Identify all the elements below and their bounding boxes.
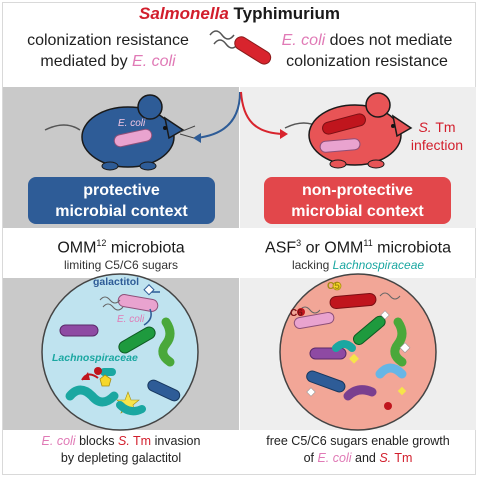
arrow-to-left-mouse — [195, 91, 241, 139]
protective-banner-line2: microbial context — [55, 202, 188, 220]
top-right-line1-suffix: does not mediate — [325, 32, 453, 49]
omm11-sup: 11 — [363, 238, 373, 248]
protective-banner: protective microbial context — [28, 177, 215, 224]
bl-stm-s: S. — [117, 434, 130, 448]
figure-title: Salmonella Typhimurium — [0, 4, 479, 24]
nonprotective-banner-line1: non-protective — [301, 181, 414, 199]
top-left-line2-prefix: mediated by — [40, 53, 133, 70]
nonprotective-dish — [279, 273, 437, 431]
mouse-left-label: E. coli — [118, 118, 146, 129]
arrow-to-right-mouse — [240, 91, 284, 135]
salmonella-icon — [209, 30, 272, 65]
figure-frame — [2, 2, 476, 475]
omm12-suffix: microbiota — [106, 239, 185, 257]
bl-line2: by depleting galactitol — [60, 451, 182, 465]
infection-line2: infection — [410, 137, 464, 153]
asf-sup: 3 — [296, 238, 302, 248]
omm12-sup: 12 — [96, 238, 107, 248]
br-stm-tm: Tm — [391, 451, 413, 465]
asf-mid: or OMM — [301, 239, 364, 257]
nonprotective-microbiota-text: ASF3 or OMM11 microbiota lacking Lachnos… — [240, 233, 476, 273]
bl-ecoli: E. coli — [41, 434, 76, 448]
dish-ecoli-label: E. coli — [117, 314, 145, 325]
top-left-ecoli: E. coli — [132, 53, 176, 70]
protective-banner-line1: protective — [83, 181, 160, 199]
mouse-red-icon — [284, 92, 413, 169]
protective-microbiota-text: OMM12 microbiota limiting C5/C6 sugars — [3, 233, 239, 273]
bl-mid: blocks — [75, 434, 118, 448]
title-genus: Salmonella — [139, 4, 229, 23]
top-right-caption: E. coli does not mediate colonization re… — [258, 30, 476, 72]
top-right-ecoli: E. coli — [281, 32, 326, 49]
br-of: of — [303, 451, 318, 465]
infection-s: S. — [418, 119, 432, 135]
br-and: and — [351, 451, 380, 465]
protective-dish — [41, 273, 199, 431]
c6-label: C6 — [290, 308, 303, 319]
lacking-lach: Lachnospiraceae — [332, 258, 425, 273]
bl-stm-tm: Tm — [129, 434, 152, 448]
omm12-sub: limiting C5/C6 sugars — [63, 258, 179, 273]
top-left-line1: colonization resistance — [27, 32, 189, 49]
asf-prefix: ASF — [265, 239, 297, 257]
c5-label: C5 — [327, 281, 340, 292]
omm12-prefix: OMM — [57, 239, 97, 257]
galactitol-label: galactitol — [93, 276, 139, 288]
br-ecoli: E. coli — [317, 451, 352, 465]
top-left-caption: colonization resistance mediated by E. c… — [8, 30, 208, 72]
mouse-blue-icon — [44, 94, 196, 171]
lacking-prefix: lacking — [291, 258, 333, 273]
nonprotective-bottom-caption: free C5/C6 sugars enable growth of E. co… — [240, 433, 476, 467]
title-species: Typhimurium — [233, 4, 340, 23]
nonprotective-banner-line2: microbial context — [291, 202, 424, 220]
br-stm-s: S. — [379, 451, 392, 465]
br-line1: free C5/C6 sugars enable growth — [266, 434, 450, 448]
protective-bottom-caption: E. coli blocks S. Tm invasion by depleti… — [3, 433, 239, 467]
stm-infection-label: S. Tm infection — [402, 118, 472, 154]
asf-suffix: microbiota — [372, 239, 451, 257]
lachnospiraceae-label: Lachnospiraceae — [52, 352, 138, 364]
top-right-line2: colonization resistance — [286, 53, 448, 70]
bl-suffix: invasion — [151, 434, 201, 448]
infection-tm: Tm — [431, 119, 456, 135]
nonprotective-banner: non-protective microbial context — [264, 177, 451, 224]
